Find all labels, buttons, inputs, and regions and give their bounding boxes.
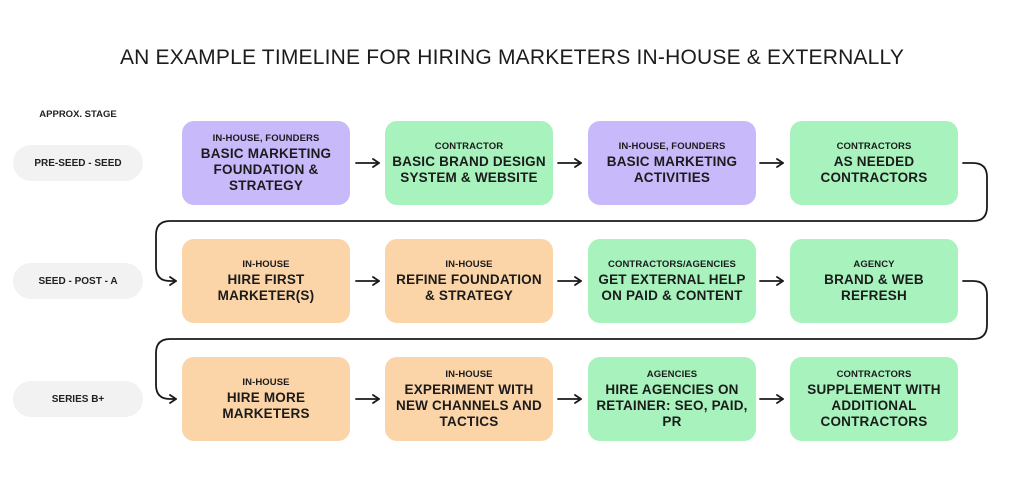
wrap-arrow-row1-to-row2 [155,162,988,286]
step-as-needed-contractors: CONTRACTORS AS NEEDED CONTRACTORS [790,121,958,205]
step-role: AGENCIES [646,368,698,380]
step-label: BASIC MARKETING ACTIVITIES [606,153,738,185]
step-label: SUPPLEMENT WITH ADDITIONAL CONTRACTORS [807,381,941,429]
step-label: AS NEEDED CONTRACTORS [820,153,928,185]
step-label: HIRE MORE MARKETERS [222,389,310,421]
step-hire-more-marketers: IN-HOUSE HIRE MORE MARKETERS [182,357,350,441]
step-label: REFINE FOUNDATION & STRATEGY [396,271,542,303]
step-role: CONTRACTORS [836,368,912,380]
step-role: CONTRACTORS/AGENCIES [608,258,736,270]
step-role: IN-HOUSE, FOUNDERS [618,140,726,152]
step-role: IN-HOUSE [242,376,290,388]
step-label: GET EXTERNAL HELP ON PAID & CONTENT [598,271,746,303]
step-refine-foundation: IN-HOUSE REFINE FOUNDATION & STRATEGY [385,239,553,323]
step-label: BASIC BRAND DESIGN SYSTEM & WEBSITE [392,153,546,185]
step-brand-web-refresh: AGENCY BRAND & WEB REFRESH [790,239,958,323]
step-role: IN-HOUSE [445,368,493,380]
stage-pill-pre-seed: PRE-SEED - SEED [13,145,143,181]
step-label: EXPERIMENT WITH NEW CHANNELS AND TACTICS [396,381,542,429]
step-basic-brand-design: CONTRACTOR BASIC BRAND DESIGN SYSTEM & W… [385,121,553,205]
step-role: IN-HOUSE [242,258,290,270]
step-role: IN-HOUSE, FOUNDERS [212,132,320,144]
step-role: CONTRACTORS [836,140,912,152]
step-basic-marketing-activities: IN-HOUSE, FOUNDERS BASIC MARKETING ACTIV… [588,121,756,205]
stage-pill-seed-post-a: SEED - POST - A [13,263,143,299]
step-label: HIRE FIRST MARKETER(S) [217,271,315,303]
step-label: HIRE AGENCIES ON RETAINER: SEO, PAID, PR [596,381,748,429]
step-experiment-new-channels: IN-HOUSE EXPERIMENT WITH NEW CHANNELS AN… [385,357,553,441]
step-basic-marketing-foundation: IN-HOUSE, FOUNDERS BASIC MARKETING FOUND… [182,121,350,205]
step-label: BASIC MARKETING FOUNDATION & STRATEGY [200,145,332,193]
step-external-help-paid-content: CONTRACTORS/AGENCIES GET EXTERNAL HELP O… [588,239,756,323]
step-role: CONTRACTOR [434,140,504,152]
step-role: AGENCY [853,258,895,270]
step-hire-agencies-retainer: AGENCIES HIRE AGENCIES ON RETAINER: SEO,… [588,357,756,441]
step-supplement-contractors: CONTRACTORS SUPPLEMENT WITH ADDITIONAL C… [790,357,958,441]
stage-pill-series-b: SERIES B+ [13,381,143,417]
diagram-title: AN EXAMPLE TIMELINE FOR HIRING MARKETERS… [119,46,905,69]
step-role: IN-HOUSE [445,258,493,270]
step-hire-first-marketers: IN-HOUSE HIRE FIRST MARKETER(S) [182,239,350,323]
wrap-arrow-row2-to-row3 [155,280,988,404]
step-label: BRAND & WEB REFRESH [824,271,924,303]
stage-column-header: APPROX. STAGE [39,109,117,120]
